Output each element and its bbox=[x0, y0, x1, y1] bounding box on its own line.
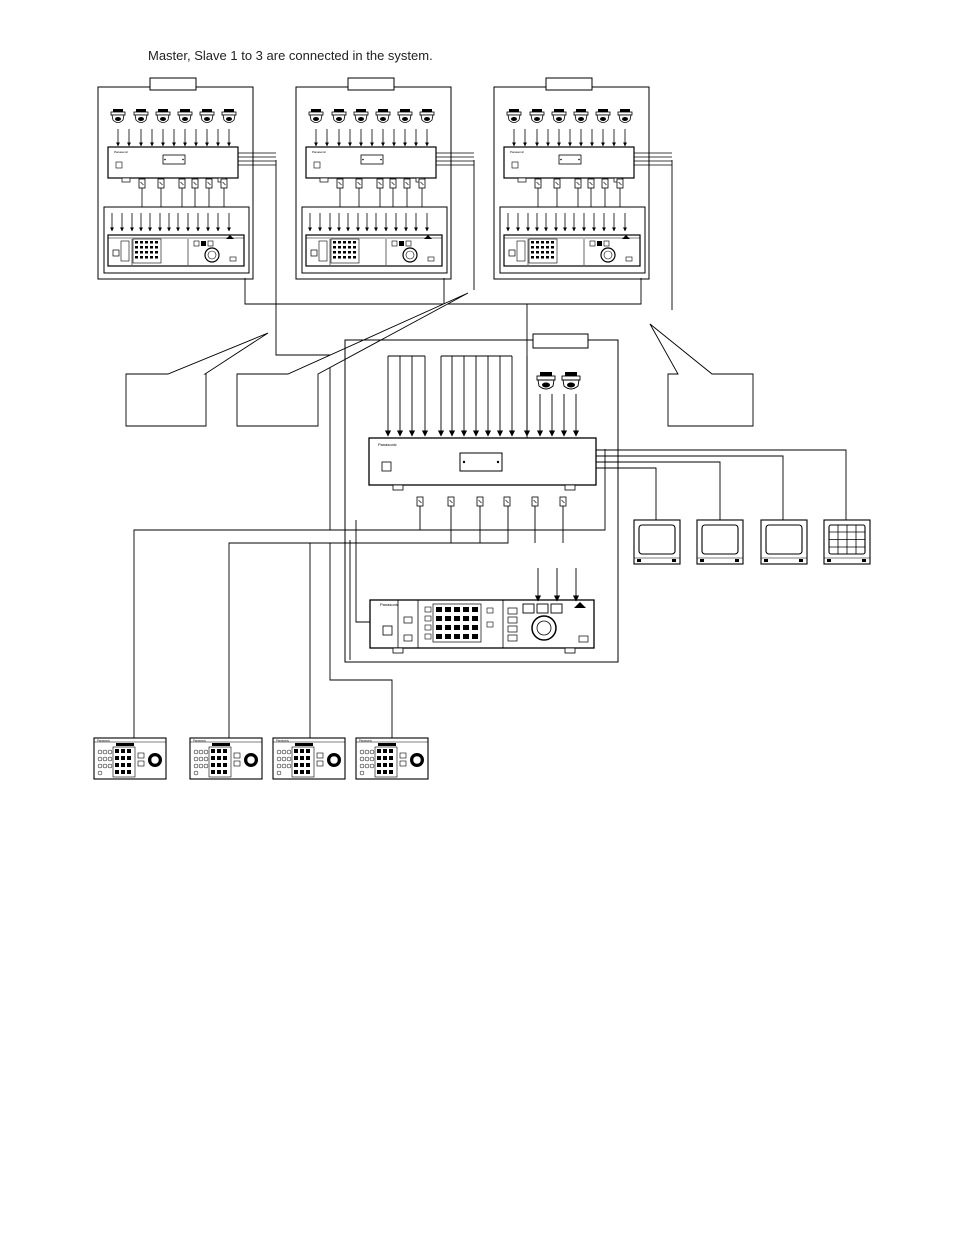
controller-wiring bbox=[133, 506, 564, 738]
master-camera-1 bbox=[536, 371, 556, 390]
keyboard-controller-2 bbox=[189, 737, 263, 780]
monitor-3 bbox=[760, 519, 808, 565]
svg-text:Panasonic: Panasonic bbox=[378, 442, 397, 447]
master-matrix-unit: Panasonic bbox=[368, 437, 597, 491]
callout-box-1 bbox=[125, 332, 269, 427]
monitor-1 bbox=[633, 519, 681, 565]
slave-system-1 bbox=[98, 78, 276, 279]
master-controller-console: Panasonic bbox=[369, 599, 595, 654]
callout-box-2 bbox=[236, 292, 469, 427]
monitor-wiring bbox=[596, 449, 847, 520]
diagram-caption: Master, Slave 1 to 3 are connected in th… bbox=[148, 48, 433, 63]
multiscreen-monitor bbox=[823, 519, 871, 565]
keyboard-controller-1 bbox=[93, 737, 167, 780]
slave-system-3 bbox=[494, 78, 672, 279]
master-camera-2 bbox=[561, 371, 581, 390]
monitor-2 bbox=[696, 519, 744, 565]
callout-box-3 bbox=[649, 323, 754, 427]
keyboard-controller-4 bbox=[355, 737, 429, 780]
master-system: Panasonic Panasonic bbox=[344, 333, 619, 663]
slave-system-2 bbox=[296, 78, 474, 279]
master-input-arrows bbox=[384, 356, 531, 437]
svg-text:Panasonic: Panasonic bbox=[380, 602, 399, 607]
keyboard-controller-3 bbox=[272, 737, 346, 780]
